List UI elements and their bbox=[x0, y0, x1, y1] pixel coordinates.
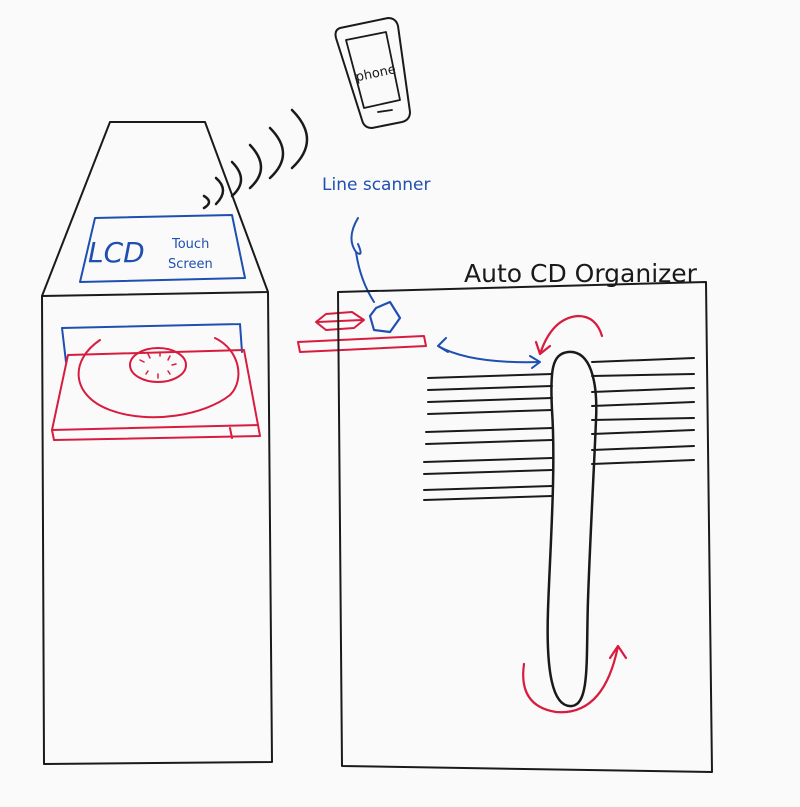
cd-slots-right bbox=[591, 357, 695, 465]
cd-hub-spokes bbox=[139, 351, 177, 379]
lcd-touch-screen[interactable]: LCD Touch Screen bbox=[79, 214, 246, 283]
cd-tray[interactable] bbox=[51, 323, 261, 441]
organizer-spindle[interactable] bbox=[546, 350, 598, 708]
tray-front bbox=[51, 424, 261, 441]
tray-slot bbox=[61, 323, 243, 363]
phone-label: phone bbox=[354, 62, 397, 85]
scanner-pointer bbox=[350, 217, 375, 303]
cd-disc bbox=[77, 337, 240, 419]
lcd-label: LCD bbox=[88, 236, 145, 269]
auto-cd-organizer: Auto CD Organizer bbox=[337, 259, 713, 773]
line-scanner[interactable]: Line scanner bbox=[297, 175, 430, 353]
phone-body bbox=[334, 17, 411, 129]
screen-label: Screen bbox=[168, 257, 213, 272]
rotate-bottom-arrow bbox=[522, 644, 628, 714]
touch-label: Touch bbox=[171, 237, 209, 252]
scanner-slide-arrow bbox=[315, 311, 365, 331]
wireless-signal-icon bbox=[202, 108, 309, 210]
cd-hub bbox=[129, 347, 187, 383]
organizer-box bbox=[337, 281, 713, 773]
line-scanner-label: Line scanner bbox=[322, 175, 430, 195]
rotate-top-arrow bbox=[534, 314, 604, 356]
scanner-rail bbox=[297, 335, 427, 353]
lcd-frame bbox=[79, 214, 246, 283]
transfer-arrow bbox=[437, 337, 541, 369]
phone-home-button bbox=[377, 109, 393, 113]
phone-screen bbox=[345, 31, 401, 109]
cd-kiosk bbox=[41, 121, 273, 765]
cd-slots-left bbox=[423, 373, 553, 501]
kiosk-body bbox=[41, 291, 273, 765]
phone-device[interactable]: phone bbox=[334, 17, 411, 129]
scanner-head bbox=[368, 300, 402, 334]
kiosk-top-housing bbox=[41, 121, 269, 297]
